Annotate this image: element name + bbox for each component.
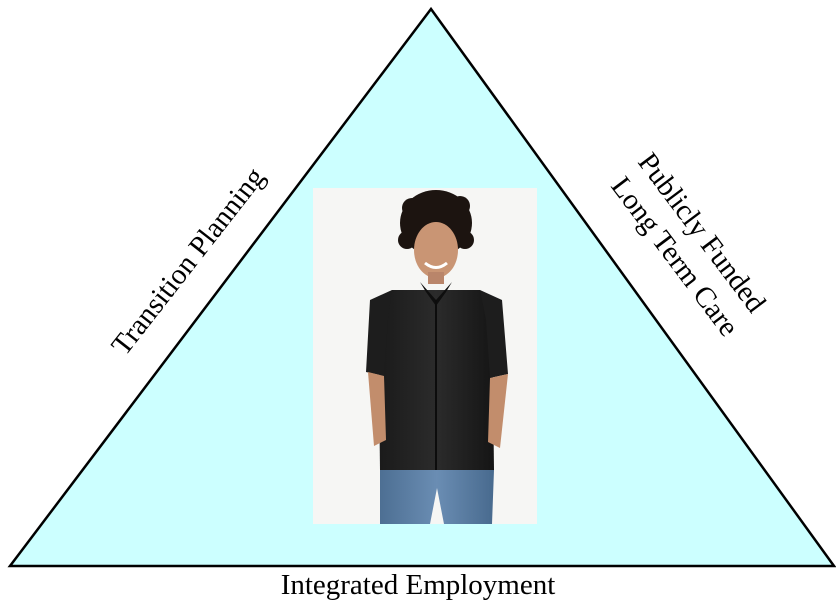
person-photo	[313, 188, 537, 524]
base-label: Integrated Employment	[280, 569, 556, 601]
